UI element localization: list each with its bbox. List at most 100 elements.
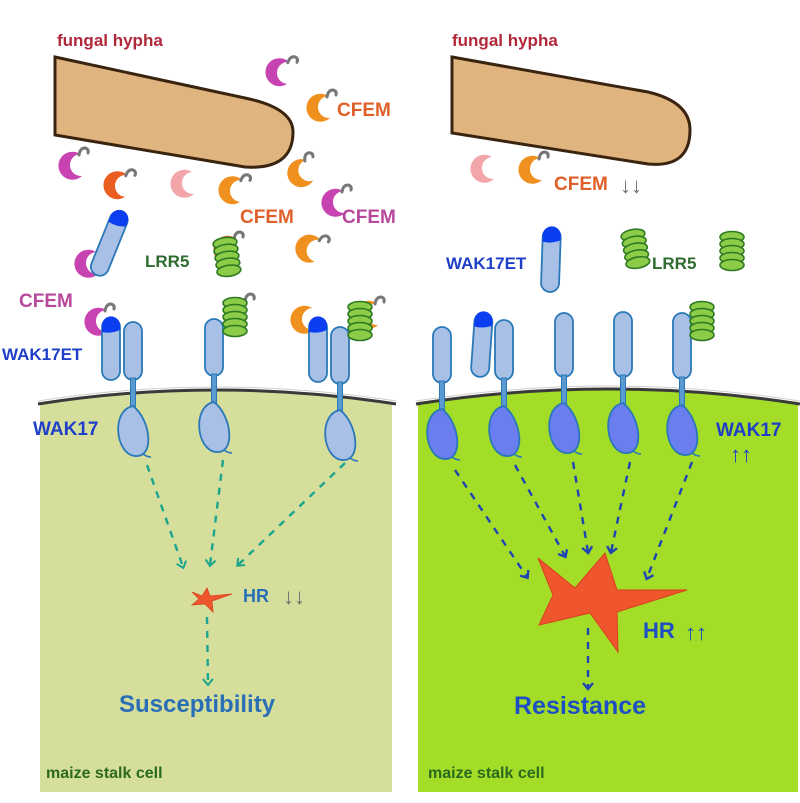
left-fungal-hypha: [53, 55, 295, 169]
signal-arrow: [606, 461, 632, 555]
left-hypha-label: fungal hypha: [57, 31, 163, 50]
cfem-linker: [537, 150, 550, 161]
kinase-domain: [548, 402, 581, 454]
wak17-ectodomain: [554, 312, 574, 378]
wak17-receptor: [198, 318, 233, 454]
cfem-crescent: [84, 307, 108, 336]
ectodomain-body: [432, 326, 452, 384]
left-wak17-receptors: [89, 209, 373, 462]
kinase-domain: [488, 405, 521, 457]
cfem-effector: [470, 154, 494, 183]
cfem-linker: [303, 151, 315, 163]
cfem-crescent: [518, 155, 542, 184]
kinase-tail: [142, 453, 152, 458]
kinase-tail: [223, 449, 233, 454]
ectodomain-body: [204, 318, 224, 377]
transmembrane-domain: [211, 373, 217, 405]
wak17-ectodomain: [494, 319, 514, 381]
transmembrane-domain: [439, 380, 445, 412]
wak17-ectodomain: [432, 326, 452, 384]
wak17et-cap: [308, 316, 327, 333]
left-maize-cell: [40, 390, 392, 792]
left-cell-label: maize stalk cell: [46, 765, 163, 782]
cfem-crescent: [58, 151, 82, 180]
left-hr-star: [190, 587, 233, 614]
lrr5-repeat: [625, 255, 651, 270]
cfem-crescent: [287, 159, 314, 188]
right-wak17et-label: WAK17ET: [446, 254, 527, 273]
right-wak17-trend: ↑↑: [730, 442, 752, 467]
cfem-crescent: [290, 305, 314, 334]
right-hr-trend: ↑↑: [685, 620, 707, 645]
kinase-domain: [426, 408, 459, 460]
cfem-linker: [340, 183, 353, 194]
transmembrane-domain: [679, 376, 685, 408]
cfem-linker: [373, 295, 386, 306]
kinase-domain: [666, 404, 699, 456]
ectodomain-body: [613, 311, 633, 378]
cfem-effector: [84, 302, 116, 336]
lrr5-protein: [212, 236, 242, 278]
left-cfem-label-4: CFEM: [19, 291, 73, 312]
kinase-tail: [451, 456, 461, 461]
right-hr-label: HR: [643, 618, 675, 643]
cfem-linker: [317, 234, 331, 244]
lrr5-protein: [689, 300, 715, 342]
right-cfem-trend: ↓↓: [620, 173, 642, 198]
cfem-crescent: [218, 176, 242, 205]
ectodomain-body: [494, 319, 514, 381]
wak17-ectodomain: [204, 318, 224, 377]
cfem-linker: [232, 230, 245, 241]
wak17et-ectodomain: [540, 226, 562, 293]
wak17-receptor: [117, 321, 152, 458]
kinase-domain: [198, 401, 231, 453]
cfem-linker: [103, 302, 116, 313]
right-panel: fungal hypha CFEM ↓↓ WAK17ET LRR5 WAK17 …: [415, 31, 800, 792]
cfem-effector: [58, 146, 90, 180]
kinase-domain: [607, 402, 640, 454]
signal-arrow: [204, 459, 225, 568]
cfem-effector: [265, 55, 299, 87]
wak17et-ectodomain: [101, 316, 121, 381]
wak17-receptor: [607, 311, 642, 455]
cfem-linker: [286, 55, 299, 65]
cfem-crescent: [265, 58, 289, 87]
kinase-tail: [349, 457, 359, 462]
signal-arrow: [513, 464, 569, 559]
left-cfem-label-3: CFEM: [342, 207, 396, 228]
wak17-ectodomain: [123, 321, 143, 381]
lrr5-repeat: [689, 328, 715, 342]
transmembrane-domain: [620, 374, 626, 406]
ectodomain-body: [554, 312, 574, 378]
right-signal-arrows: [454, 461, 694, 691]
cfem-effector: [295, 234, 331, 263]
right-hr-star: [537, 551, 688, 654]
cfem-effector: [218, 173, 252, 205]
right-cell-label: maize stalk cell: [428, 765, 545, 782]
wak17-receptor: [488, 319, 523, 458]
cfem-linker: [124, 168, 137, 178]
ectodomain-body: [672, 312, 692, 380]
kinase-domain: [117, 405, 150, 457]
lrr5-repeat: [719, 258, 745, 272]
cfem-crescent: [295, 234, 321, 263]
left-hr-label: HR: [243, 586, 269, 606]
right-wak17-receptors: [426, 226, 745, 461]
lrr5-protein: [620, 228, 651, 270]
cfem-effector: [74, 249, 98, 278]
kinase-tail: [691, 452, 701, 457]
lrr5-repeat: [347, 328, 373, 342]
cfem-effector: [290, 305, 314, 334]
signal-arrow: [145, 464, 187, 570]
ectodomain-body: [123, 321, 143, 381]
wak17et-ectodomain: [470, 311, 494, 378]
right-lrr5-label: LRR5: [652, 254, 696, 273]
wak17et-ectodomain: [308, 316, 328, 383]
wak17-ectodomain: [613, 311, 633, 378]
wak17-receptor: [666, 312, 701, 457]
wak17et-cap: [474, 311, 493, 328]
wak17et-ectodomain: [89, 209, 129, 277]
left-lrr5-label: LRR5: [145, 252, 189, 271]
